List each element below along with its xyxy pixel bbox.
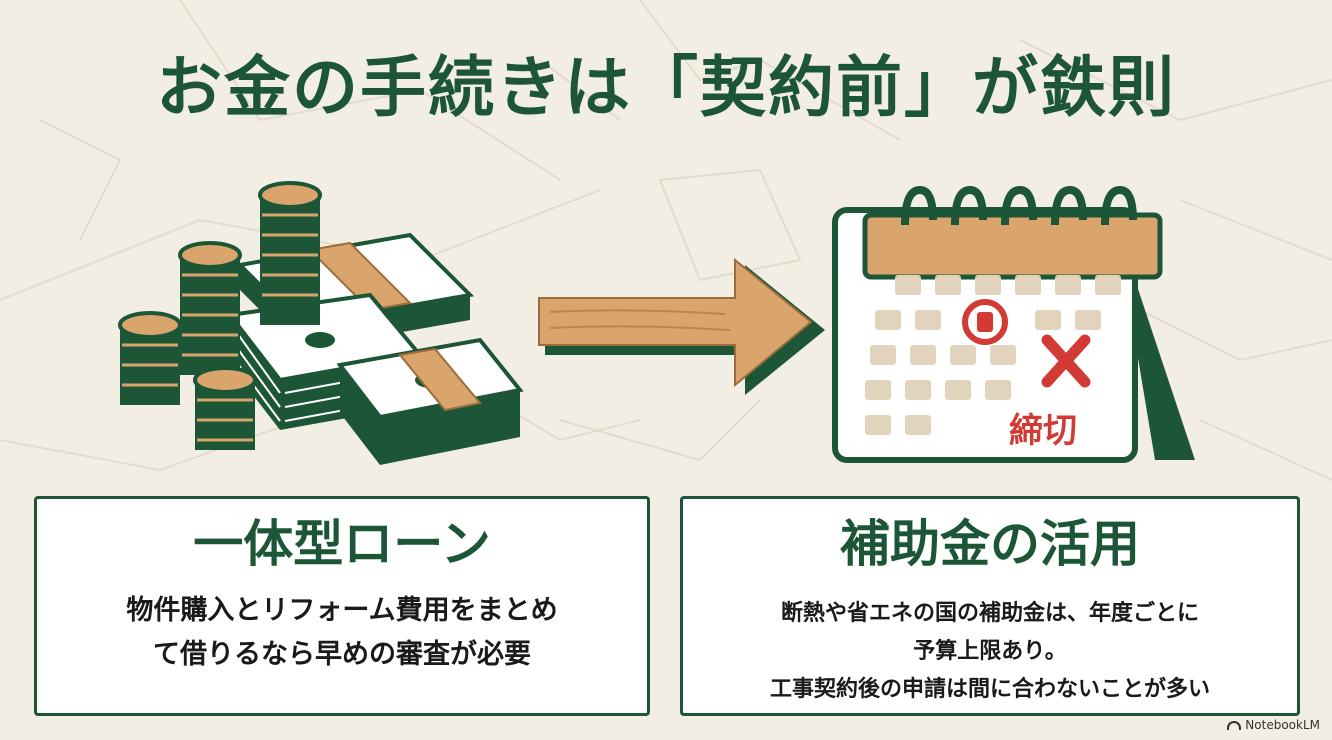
notebooklm-watermark: NotebookLM bbox=[1227, 718, 1320, 732]
deadline-label: 締切 bbox=[1009, 411, 1077, 451]
card-heading-subsidy: 補助金の活用 bbox=[840, 515, 1140, 573]
arrow-right-icon bbox=[538, 257, 825, 395]
integrated-loan-card: 一体型ローン 物件購入とリフォーム費用をまとめ て借りるなら早めの審査が必要 bbox=[34, 496, 650, 716]
card-heading-loan: 一体型ローン bbox=[193, 515, 491, 573]
coin-stack-tall bbox=[258, 181, 322, 325]
desc-line: て借りるなら早めの審査が必要 bbox=[153, 639, 531, 670]
coin-stack-middle bbox=[178, 241, 242, 375]
notebooklm-icon bbox=[1227, 720, 1242, 730]
desc-line: 断熱や省エネの国の補助金は、年度ごとに bbox=[780, 601, 1199, 626]
coin-stack-left bbox=[118, 311, 182, 405]
subsidy-card: 補助金の活用 断熱や省エネの国の補助金は、年度ごとに 予算上限あり。 工事契約後… bbox=[680, 496, 1300, 716]
page-title: お金の手続きは「契約前」が鉄則 bbox=[156, 49, 1176, 126]
calendar-deadline-icon: 締切 bbox=[832, 185, 1195, 463]
desc-line: 物件購入とリフォーム費用をまとめ bbox=[126, 595, 558, 626]
card-desc-loan: 物件購入とリフォーム費用をまとめ て借りるなら早めの審査が必要 bbox=[37, 589, 647, 677]
watermark-text: NotebookLM bbox=[1245, 718, 1320, 732]
desc-line: 工事契約後の申請は間に合わないことが多い bbox=[769, 677, 1210, 702]
coin-stack-front bbox=[193, 366, 257, 450]
money-stack-icon bbox=[118, 181, 524, 465]
card-desc-subsidy: 断熱や省エネの国の補助金は、年度ごとに 予算上限あり。 工事契約後の申請は間に合… bbox=[683, 595, 1297, 709]
desc-line: 予算上限あり。 bbox=[913, 639, 1067, 664]
bill-stack-front-right bbox=[336, 337, 524, 465]
